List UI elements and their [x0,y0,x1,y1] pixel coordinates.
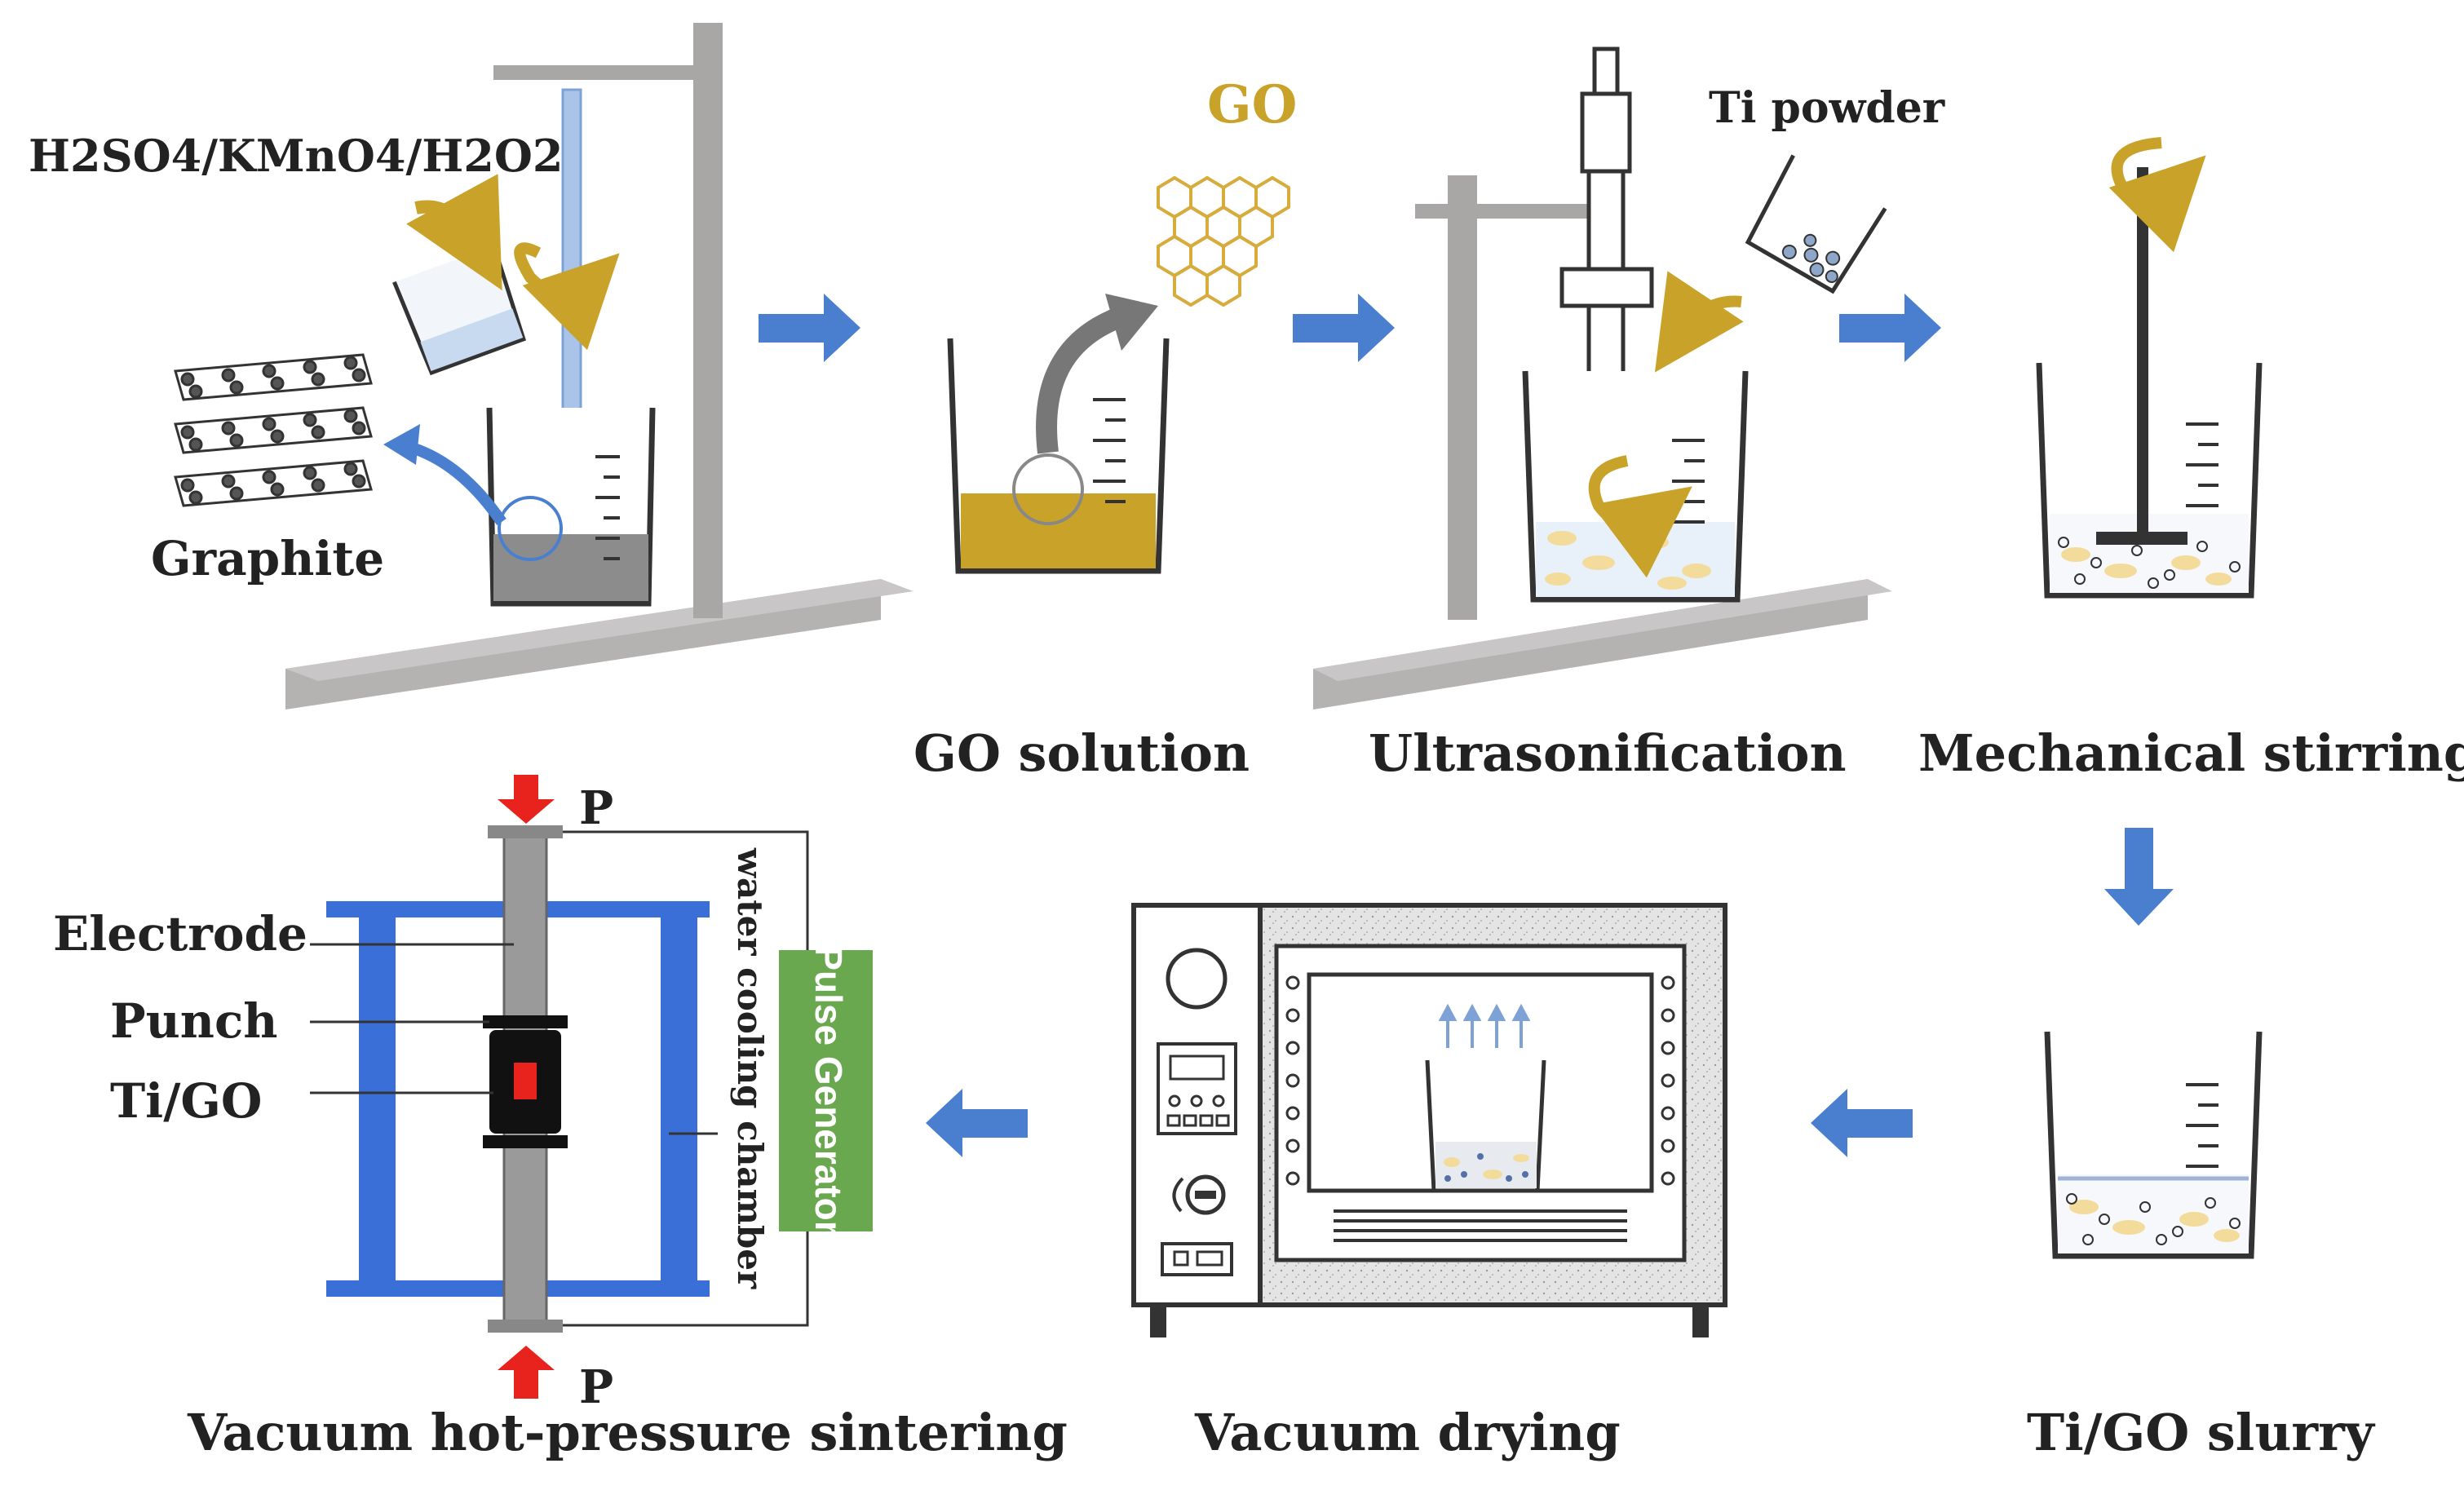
stand-arm [493,65,706,80]
flow-arrow-5 [1811,1089,1913,1157]
step-oxidation: H2SO4/KMnO4/H2O2 Graphite [29,23,913,710]
flow-arrow-3 [1839,294,1941,362]
pressure-arrow-bottom-icon [498,1346,555,1399]
go-arrow-icon [1036,307,1122,454]
stand-pole [693,23,723,618]
label-ti-go: Ti/GO [110,1073,262,1129]
stir-blade [2096,532,2188,545]
step-sintering: P P Pulse Generator water cooling chambe… [53,775,1068,1462]
pouring-beaker [392,245,527,376]
label-ti-go-slurry: Ti/GO slurry [2027,1403,2376,1462]
flow-arrow-1 [759,294,860,362]
stir-shaft [2137,167,2148,538]
step-stirring: Mechanical stirring [1918,137,2464,783]
graphite-layers-icon [174,353,373,507]
ti-powder-beaker [1745,154,1887,294]
zoom-circle [498,496,563,561]
stir-rotate-icon [2108,137,2206,253]
pressure-arrow-top-icon [498,775,555,824]
label-mechanical-stirring: Mechanical stirring [1918,723,2464,783]
label-ti-powder: Ti powder [1709,83,1945,133]
label-vacuum-sintering: Vacuum hot-pressure sintering [187,1403,1068,1462]
label-vacuum-drying: Vacuum drying [1194,1403,1621,1462]
step-vacuum-drying: Vacuum drying [1131,903,1727,1462]
sono-stand-pole [1448,175,1477,620]
flow-arrow-2 [1293,294,1395,362]
label-ultrasonification: Ultrasonification [1369,723,1847,783]
go-sheet-icon [1157,175,1290,307]
label-pressure-bottom: P [579,1360,613,1414]
oven-knob-icon [1185,1174,1226,1215]
label-pulse-generator: Pulse Generator [807,945,850,1235]
sono-rotate-icon [1588,455,1692,578]
rotate-arrow-icon [514,242,620,351]
ti-pour-arrow-icon [1654,271,1744,373]
label-graphite: Graphite [151,531,384,586]
water-cooling-frame [326,901,710,1297]
label-water-cooling: water cooling chamber [730,847,770,1289]
oven-dial-icon [1166,948,1228,1010]
flow-arrow-4 [2104,828,2174,926]
label-pressure-top: P [579,781,613,835]
label-go: GO [1207,74,1297,135]
flow-arrow-6 [926,1089,1028,1157]
label-punch: Punch [110,993,277,1049]
step-go-solution: GO GO solution [913,74,1297,783]
electrode-top [502,826,548,1037]
label-go-solution: GO solution [913,723,1250,783]
electrode-bottom [502,1128,548,1331]
step-slurry: Ti/GO slurry [2027,1031,2376,1462]
pour-arrow-icon [406,174,502,291]
punch-bottom [483,1135,568,1148]
step-ultrasonification: Ti powder Ultrasonification [1313,46,1945,783]
vapor-arrows-icon [1438,1003,1531,1048]
label-electrode: Electrode [53,906,307,962]
label-acids: H2SO4/KMnO4/H2O2 [29,130,563,182]
ti-go-sample [514,1063,537,1099]
punch-top [483,1015,568,1028]
pulse-generator [779,950,873,1231]
